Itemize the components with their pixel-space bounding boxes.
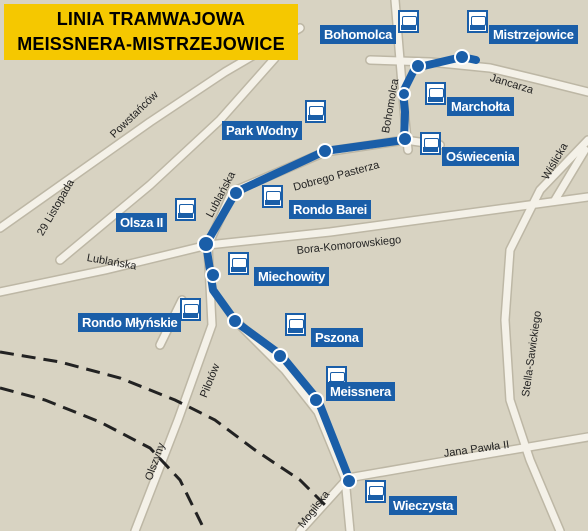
stop-label-oswiecenia: Oświecenia xyxy=(442,147,519,166)
stop-label-mistrzejowice: Mistrzejowice xyxy=(489,25,578,44)
stop-dot-mistrzejowice xyxy=(454,49,470,65)
stop-dot-meissnera xyxy=(308,392,324,408)
railway-lines xyxy=(0,350,332,531)
stop-label-meissnera: Meissnera xyxy=(326,382,395,401)
tram-stop-dots xyxy=(197,49,470,489)
stop-dot-bohomolca xyxy=(410,58,426,74)
tram-sign-icon xyxy=(420,132,441,155)
stop-label-bohomolca: Bohomolca xyxy=(320,25,397,44)
tram-sign-icon xyxy=(398,10,419,33)
stop-label-olsza-ii: Olsza II xyxy=(116,213,168,232)
tram-sign-icon xyxy=(425,82,446,105)
stop-dot-pszona xyxy=(272,348,288,364)
stop-label-rondo-mlynskie: Rondo Młyńskie xyxy=(78,313,182,332)
stop-label-rondo-barei: Rondo Barei xyxy=(289,200,371,219)
stop-label-marcholta: Marchołta xyxy=(447,97,514,116)
tram-sign-icon xyxy=(175,198,196,221)
stop-dot-marcholta xyxy=(397,87,411,101)
tram-sign-icon xyxy=(285,313,306,336)
stop-dot-rondo-barei xyxy=(228,185,244,201)
map-title-line2: MEISSNERA-MISTRZEJOWICE xyxy=(17,34,285,54)
stop-label-miechowity: Miechowity xyxy=(254,267,330,286)
map-title-line1: LINIA TRAMWAJOWA xyxy=(56,9,246,29)
stop-dot-park-wodny xyxy=(317,143,333,159)
stop-dot-oswiecenia xyxy=(397,131,413,147)
map-title: LINIA TRAMWAJOWA MEISSNERA-MISTRZEJOWICE xyxy=(4,4,298,60)
tram-sign-icon xyxy=(228,252,249,275)
stop-label-pszona: Pszona xyxy=(311,328,363,347)
stop-dot-wieczysta xyxy=(341,473,357,489)
stop-dot-rondo-mlynskie xyxy=(227,313,243,329)
stop-label-wieczysta: Wieczysta xyxy=(389,496,458,515)
stop-dot-miechowity xyxy=(205,267,221,283)
tram-sign-icon xyxy=(180,298,201,321)
tram-sign-icon xyxy=(305,100,326,123)
stop-dot-olsza-ii xyxy=(197,235,215,253)
tram-sign-icon xyxy=(365,480,386,503)
tram-sign-icon xyxy=(262,185,283,208)
stop-label-park-wodny: Park Wodny xyxy=(222,121,302,140)
tram-sign-icon xyxy=(467,10,488,33)
